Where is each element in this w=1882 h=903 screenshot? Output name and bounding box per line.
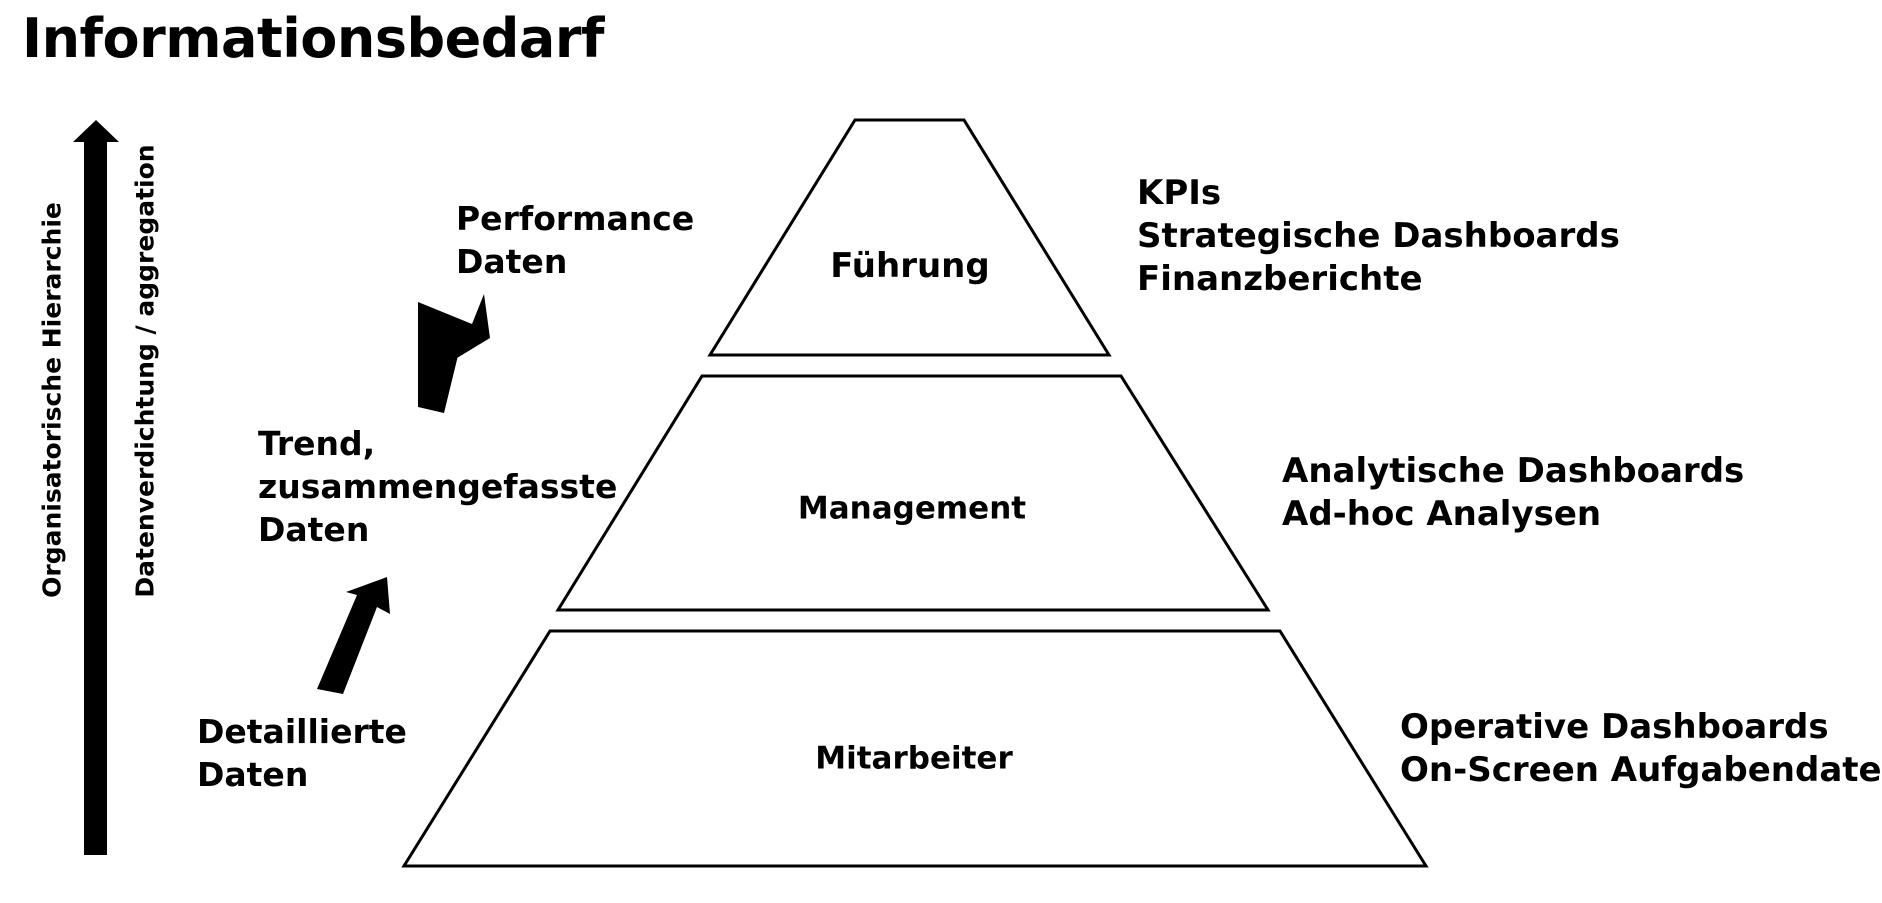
- outputs-fuehrung: KPIs Strategische Dashboards Finanzberic…: [1137, 172, 1620, 301]
- aggregation-arrow-upper: [418, 294, 490, 413]
- pyramid-tier-top: [707, 118, 1112, 357]
- pyramid-tier-middle: [555, 374, 1271, 612]
- data-level-detail: Detaillierte Daten: [197, 710, 407, 796]
- pyramid-tier-bottom: [401, 629, 1429, 868]
- tier-label-fuehrung: Führung: [830, 246, 990, 286]
- data-level-trend-line: zusammengefasste: [258, 467, 618, 506]
- outputs-management: Analytische Dashboards Ad-hoc Analysen: [1282, 450, 1744, 536]
- outputs-management-item: Analytische Dashboards: [1282, 451, 1745, 491]
- outputs-mitarbeiter: Operative Dashboards On-Screen Aufgabend…: [1400, 706, 1882, 792]
- outputs-management-item: Ad-hoc Analysen: [1282, 494, 1602, 534]
- axis-label-hierarchy: Organisatorische Hierarchie: [37, 202, 67, 598]
- tier-label-management: Management: [797, 490, 1027, 527]
- data-level-performance-line: Daten: [456, 242, 568, 281]
- data-level-performance: Performance Daten: [456, 197, 694, 283]
- data-level-trend-line: Trend,: [258, 424, 376, 463]
- data-level-trend: Trend, zusammengefasste Daten: [258, 422, 617, 551]
- outputs-fuehrung-item: Strategische Dashboards: [1137, 216, 1620, 256]
- outputs-mitarbeiter-item: Operative Dashboards: [1400, 707, 1829, 747]
- page-title: Informationsbedarf: [22, 7, 604, 70]
- outputs-fuehrung-item: Finanzberichte: [1137, 259, 1423, 299]
- aggregation-arrow-lower: [317, 577, 390, 694]
- data-level-trend-line: Daten: [258, 510, 370, 549]
- tier-label-mitarbeiter: Mitarbeiter: [815, 740, 1013, 777]
- outputs-fuehrung-item: KPIs: [1137, 173, 1222, 213]
- hierarchy-arrow-shaft: [84, 140, 107, 855]
- data-level-detail-line: Detaillierte: [197, 712, 407, 751]
- hierarchy-arrow-head: [73, 120, 119, 142]
- outputs-mitarbeiter-item: On-Screen Aufgabendaten: [1400, 750, 1882, 790]
- axis-label-aggregation: Datenverdichtung / aggregation: [130, 144, 160, 598]
- data-level-detail-line: Daten: [197, 755, 309, 794]
- data-level-performance-line: Performance: [456, 199, 695, 238]
